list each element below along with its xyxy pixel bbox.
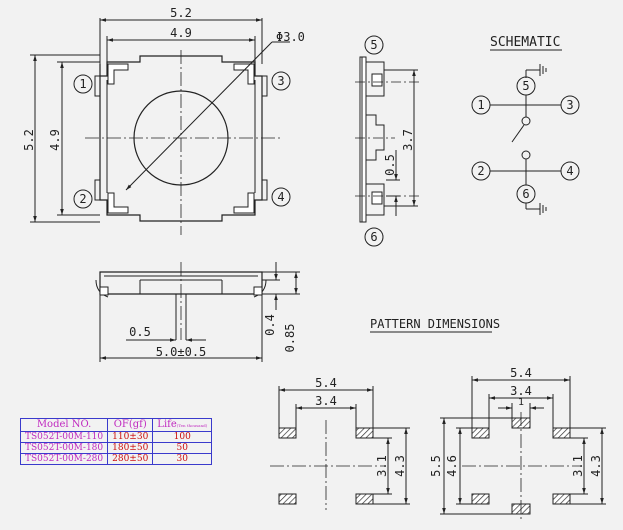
- header-life-unit: (Ten thousand): [176, 422, 208, 428]
- schematic: [471, 49, 580, 215]
- pr-dim-34: 3.4: [510, 384, 532, 398]
- header-of: OF(gf): [107, 418, 154, 432]
- pl-dim-31: 3.1: [375, 455, 389, 477]
- cell-model: TS052T-00M-180: [19, 442, 109, 454]
- dim-outer-width: 5.2: [170, 6, 192, 20]
- side-dim-37: 3.7: [401, 129, 415, 151]
- pr-dim-55: 5.5: [429, 455, 443, 477]
- header-life-label: Life: [157, 418, 177, 430]
- pr-dim-31: 3.1: [571, 455, 585, 477]
- pr-dim-54: 5.4: [510, 366, 532, 380]
- pattern-title: PATTERN DIMENSIONS: [370, 317, 500, 331]
- cell-life: 100: [152, 431, 213, 443]
- table-row: TS052T-00M-280 280±50 30: [19, 453, 213, 465]
- dim-outer-height: 5.2: [22, 129, 36, 151]
- front-dim-05: 0.5: [129, 325, 151, 339]
- cell-life: 50: [152, 442, 213, 454]
- sch-pin-2: 2: [477, 164, 484, 178]
- sch-pin-3: 3: [566, 98, 573, 112]
- spec-header-row: Model NO. OF(gf) Life(Ten thousand): [19, 418, 213, 432]
- cell-life: 30: [152, 453, 213, 465]
- front-dim-width: 5.0±0.5: [156, 345, 207, 359]
- front-dim-04: 0.4: [263, 314, 277, 336]
- top-pin-3: 3: [277, 74, 284, 88]
- top-pin-1: 1: [79, 77, 86, 91]
- header-life: Life(Ten thousand): [152, 418, 213, 432]
- sch-pin-6: 6: [522, 187, 529, 201]
- front-dim-085: 0.85: [283, 324, 297, 353]
- dim-inner-height: 4.9: [48, 129, 62, 151]
- table-row: TS052T-00M-110 110±30 100: [19, 431, 213, 443]
- cell-model: TS052T-00M-110: [19, 431, 109, 443]
- header-model: Model NO.: [19, 418, 109, 432]
- side-dim-05: 0.5: [383, 154, 397, 176]
- pr-dim-46: 4.6: [445, 455, 459, 477]
- front-view: [95, 262, 300, 362]
- dim-inner-width: 4.9: [170, 26, 192, 40]
- schematic-title: SCHEMATIC: [490, 35, 560, 50]
- pr-dim-43: 4.3: [589, 455, 603, 477]
- top-pin-2: 2: [79, 192, 86, 206]
- pl-dim-43: 4.3: [393, 455, 407, 477]
- side-pin-5: 5: [370, 38, 377, 52]
- dim-phi: Φ3.0: [276, 30, 305, 44]
- cell-of: 110±30: [107, 431, 154, 443]
- cell-model: TS052T-00M-280: [19, 453, 109, 465]
- pr-dim-1: 1: [518, 397, 524, 408]
- cell-of: 280±50: [107, 453, 154, 465]
- sch-pin-5: 5: [522, 79, 529, 93]
- sch-pin-4: 4: [566, 164, 573, 178]
- top-pin-4: 4: [277, 190, 284, 204]
- pl-dim-54: 5.4: [315, 376, 337, 390]
- cell-of: 180±50: [107, 442, 154, 454]
- sch-pin-1: 1: [477, 98, 484, 112]
- pl-dim-34: 3.4: [315, 394, 337, 408]
- spec-table: Model NO. OF(gf) Life(Ten thousand) TS05…: [19, 418, 213, 465]
- side-view: [355, 35, 420, 247]
- pattern-left: [270, 386, 410, 510]
- table-row: TS052T-00M-180 180±50 50: [19, 442, 213, 454]
- pattern-right: [440, 376, 606, 520]
- top-view: [30, 18, 291, 235]
- side-pin-6: 6: [370, 230, 377, 244]
